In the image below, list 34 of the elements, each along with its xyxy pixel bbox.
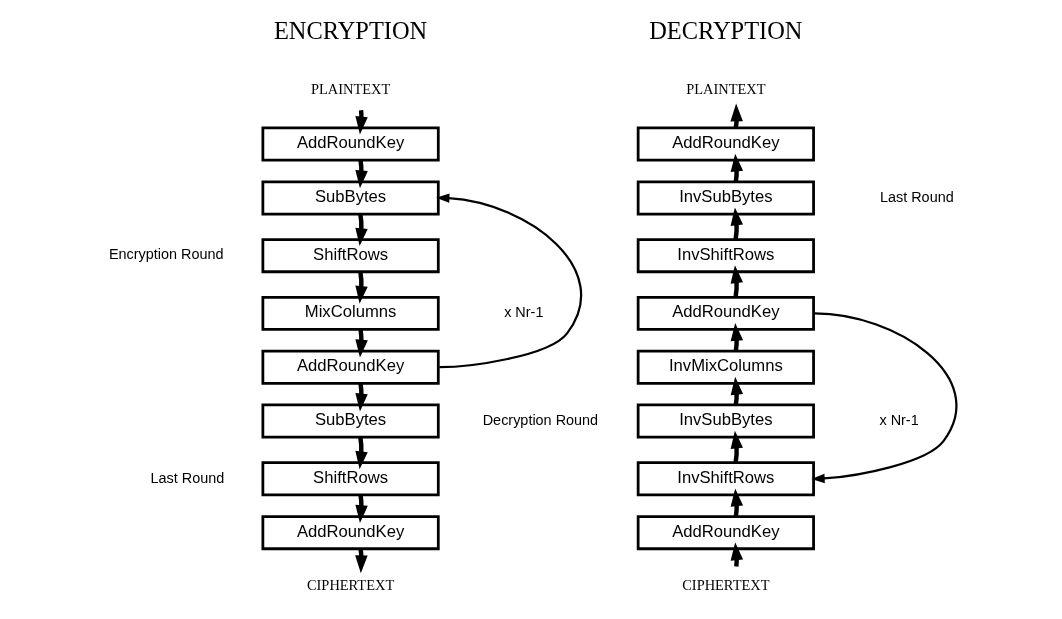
- node-box: AddRoundKey: [261, 126, 440, 162]
- node-box: AddRoundKey: [636, 295, 815, 331]
- node-box: ShiftRows: [261, 461, 440, 497]
- node-text: PLAINTEXT: [686, 81, 766, 97]
- node-box: MixColumns: [261, 295, 440, 331]
- node-box: AddRoundKey: [636, 515, 815, 551]
- label: Decryption Round: [482, 411, 599, 428]
- node-box: AddRoundKey: [636, 126, 815, 162]
- label: Encryption Round: [108, 246, 224, 263]
- node-box: AddRoundKey: [261, 349, 440, 385]
- label: Last Round: [150, 469, 225, 486]
- node-text: CIPHERTEXT: [682, 577, 770, 594]
- label: ENCRYPTION: [273, 16, 428, 44]
- arrow: [355, 437, 368, 470]
- node-box: ShiftRows: [261, 238, 440, 274]
- arrow: [730, 265, 743, 298]
- node-text: PLAINTEXT: [310, 81, 391, 97]
- node-box: InvSubBytes: [636, 403, 815, 439]
- label: DECRYPTION: [649, 16, 803, 44]
- node-text: CIPHERTEXT: [306, 577, 395, 594]
- node-box: SubBytes: [261, 180, 440, 216]
- arrow: [811, 312, 958, 484]
- node-box: InvShiftRows: [636, 238, 815, 274]
- label: Last Round: [879, 188, 954, 205]
- node-box: SubBytes: [261, 403, 440, 439]
- node-box: InvSubBytes: [636, 180, 815, 216]
- arrow: [730, 430, 743, 463]
- label: x Nr-1: [504, 304, 544, 321]
- node-box: InvMixColumns: [636, 349, 815, 385]
- node-box: InvShiftRows: [636, 461, 815, 497]
- arrow: [436, 193, 582, 369]
- arrow: [730, 207, 743, 240]
- node-box: AddRoundKey: [261, 515, 440, 551]
- label: x Nr-1: [879, 411, 919, 428]
